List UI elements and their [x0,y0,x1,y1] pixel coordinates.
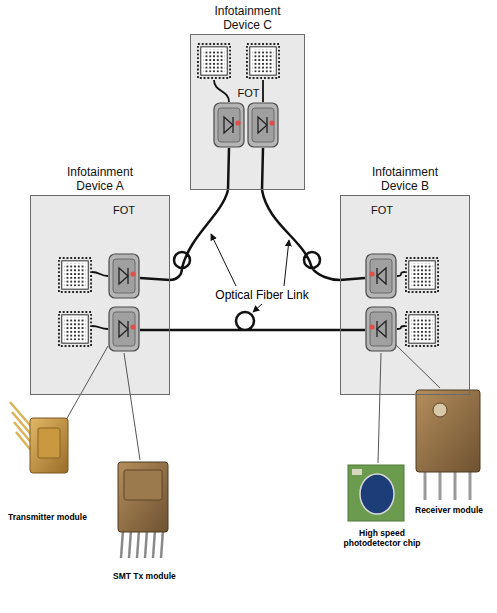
fiber-stub [140,278,170,280]
fot-label: FOT [238,87,260,100]
pointer-arrow [253,304,262,312]
smt-tx-photo [118,462,168,558]
pin [454,470,457,500]
part-label: High speed photodetector chip [336,528,428,548]
receiver-photo [416,390,480,500]
fot-module [366,307,396,351]
device-title: Infotainment Device B [357,165,453,193]
pin [439,470,442,500]
fot-label: FOT [371,204,393,217]
pin [137,530,139,558]
device-fill [30,195,170,395]
pin [145,530,147,558]
transmitter-photo [10,402,68,473]
module-pins [121,530,163,558]
wire [397,326,405,329]
fot-module [366,254,396,298]
leader-line [396,345,440,388]
wire [262,80,264,102]
device-title: Infotainment Device A [52,165,148,193]
fot-module-group [366,254,396,351]
ic-chip [59,312,91,346]
fiber-stub [228,148,229,190]
fot-module [248,103,278,147]
module-lid [124,470,162,500]
leader-line [124,353,140,460]
wire [397,272,405,276]
pointer-arrow [211,234,236,286]
fot-module [109,254,139,298]
device-box: Infotainment Device AFOT [30,195,170,395]
module-pins [425,470,470,500]
module-body [30,418,68,473]
link-label: Optical Fiber Link [215,288,308,302]
optical-fiber [170,190,228,280]
pointer-arrow [284,240,289,286]
fiber-stub [140,329,170,332]
ic-chip [59,258,91,292]
pin [153,530,155,558]
module-lid [38,428,60,458]
wire [92,326,108,329]
bond-pad [352,469,362,475]
fot-module [109,307,139,351]
pin [469,470,472,500]
device-title: Infotainment Device C [200,4,296,32]
leader-line [378,353,381,463]
optical-fiber [170,312,340,330]
ic-chip [406,312,438,346]
chip-die [348,465,404,521]
device-fill [340,195,470,395]
photodetector-photo [348,465,404,521]
pin [129,530,131,558]
pin [424,470,427,500]
fot-label: FOT [113,204,135,217]
optical-fiber [262,190,340,280]
part-label: Transmitter module [8,512,87,522]
ic-chip [198,44,230,78]
fiber-stub [340,278,365,280]
lens [433,403,447,417]
module-body [416,390,480,472]
part-label: SMT Tx module [113,571,176,581]
module-body [118,462,168,532]
device-fill [190,34,305,190]
pin [121,530,123,558]
active-area [360,474,394,514]
chip-wires [92,80,405,329]
wire [214,80,229,102]
wire [92,272,108,276]
pointer-arrows [211,234,289,312]
device-box: Infotainment Device BFOT [340,195,470,395]
device-box: Infotainment Device CFOT [190,34,305,190]
pin [161,530,163,558]
ic-chip [406,258,438,292]
fiber-stubs [140,148,365,330]
leader-lines [66,345,440,463]
part-label: Receiver module [415,505,483,515]
leader-line [66,346,108,420]
fiber-stub [340,329,365,332]
fot-module [214,103,244,147]
fiber-stub [262,148,263,190]
ic-chip [247,44,279,78]
